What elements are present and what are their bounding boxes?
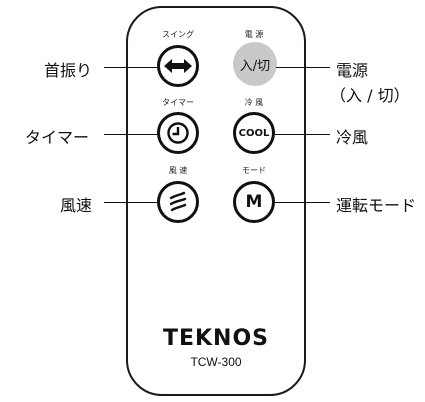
clock-icon <box>167 122 189 144</box>
timer-leader-line <box>104 134 158 136</box>
power-button-label: 入/切 <box>239 58 271 74</box>
cool-callout: 冷風 <box>336 128 369 147</box>
model-number: TCW-300 <box>190 355 242 369</box>
speed-top-label: 風 速 <box>168 166 188 175</box>
speed-callout: 風速 <box>60 196 93 215</box>
cool-button-label: COOL <box>238 127 270 139</box>
brand-logo: TEKNOS <box>162 326 270 351</box>
power-leader-line <box>276 67 330 69</box>
swing-leader-line <box>104 67 158 69</box>
power-top-label: 電 源 <box>244 30 264 39</box>
wind-icon <box>169 191 187 212</box>
timer-button[interactable] <box>157 112 199 154</box>
power-callout: 電源 <box>336 61 369 80</box>
mode-top-label: モード <box>242 166 266 175</box>
left-right-arrow-icon <box>164 59 192 73</box>
timer-top-label: タイマー <box>162 98 194 107</box>
cool-button[interactable]: COOL <box>233 112 275 154</box>
speed-leader-line <box>104 202 158 204</box>
swing-top-label: スイング <box>162 30 194 39</box>
swing-callout: 首振り <box>44 61 93 80</box>
timer-callout: タイマー <box>25 128 90 147</box>
mode-button[interactable]: M <box>233 181 275 223</box>
cool-top-label: 冷 風 <box>244 98 264 107</box>
mode-callout: 運転モード <box>336 196 417 215</box>
power-callout-sub: （入 / 切） <box>330 86 410 105</box>
mode-leader-line <box>275 202 330 204</box>
cool-leader-line <box>275 134 330 136</box>
remote-body <box>126 6 306 396</box>
mode-button-label: M <box>245 192 263 212</box>
speed-button[interactable] <box>157 181 199 223</box>
swing-button[interactable] <box>157 45 199 87</box>
power-button[interactable]: 入/切 <box>233 42 277 86</box>
